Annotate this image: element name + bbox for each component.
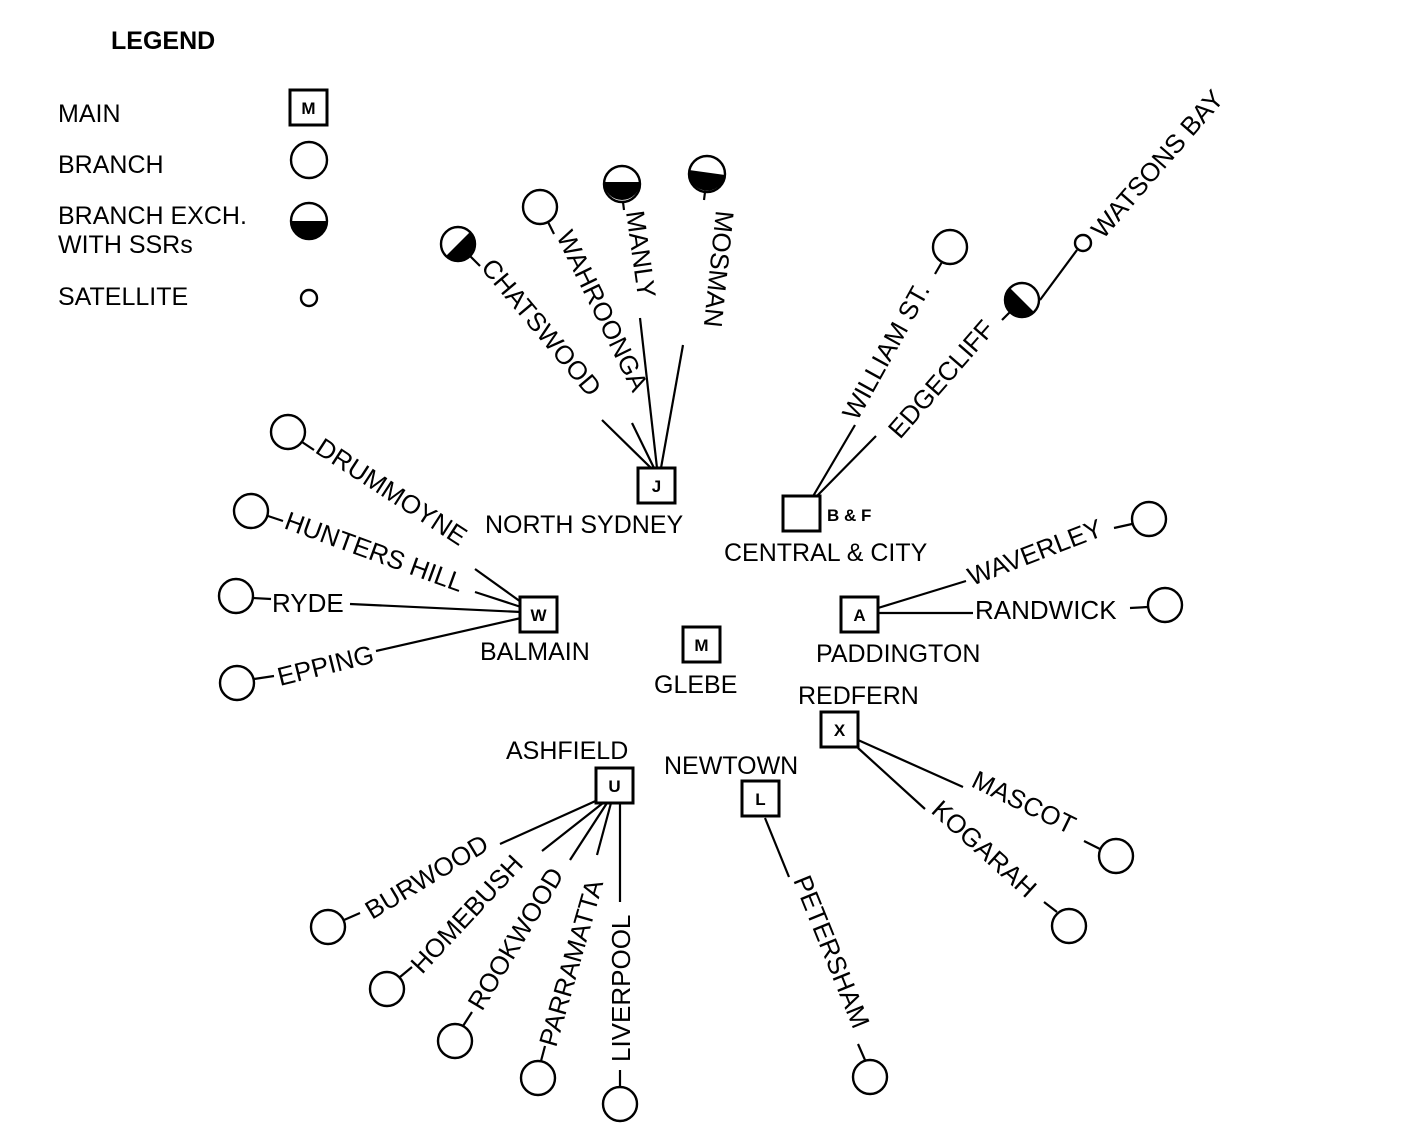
branch-label: WATSONS BAY <box>1085 84 1230 244</box>
branch-randwick[interactable]: RANDWICK <box>975 586 1184 625</box>
hub-paddington[interactable]: A PADDINGTON <box>816 595 980 668</box>
branch-label: RANDWICK <box>975 595 1117 625</box>
hub-label: NORTH SYDNEY <box>485 511 684 539</box>
legend-label-branch-ssr-line2: WITH SSRs <box>58 231 193 259</box>
hub-code: J <box>652 477 661 496</box>
branch-icon <box>601 1085 639 1123</box>
branch-label: LIVERPOOL <box>606 915 636 1062</box>
legend-label-main: MAIN <box>58 100 121 128</box>
hub-code: A <box>853 606 865 625</box>
legend-label-branch: BRANCH <box>58 151 164 179</box>
branch-petersham[interactable]: PETERSHAM <box>787 871 889 1096</box>
branch-label: RYDE <box>272 588 344 618</box>
branch-icon <box>232 492 270 530</box>
branch-icon <box>368 970 406 1008</box>
branch-icon <box>521 188 559 226</box>
hub-side-code: B & F <box>827 506 871 525</box>
hub-label: NEWTOWN <box>664 752 798 780</box>
branch-icon <box>1050 907 1088 945</box>
branch-icon <box>1097 837 1135 875</box>
hub-label: ASHFIELD <box>506 737 628 765</box>
branch-icon <box>218 664 256 702</box>
branch-icon <box>217 577 255 615</box>
branch-ssr-icon <box>602 164 642 204</box>
branch-ssr-icon <box>687 154 727 194</box>
hub-code: W <box>530 606 547 625</box>
hub-glebe[interactable]: M GLEBE <box>654 625 737 699</box>
branch-ssr-icon <box>1003 281 1041 319</box>
hub-newtown[interactable]: L NEWTOWN <box>664 752 798 818</box>
branch-manly[interactable]: MANLY <box>602 164 662 300</box>
branch-label: MOSMAN <box>698 209 740 328</box>
hub-code: X <box>834 721 846 740</box>
hub-label: BALMAIN <box>480 638 590 666</box>
legend-main-exchange-icon: M <box>288 88 329 127</box>
branch-icon <box>931 228 969 266</box>
legend: LEGEND MAIN M BRANCH BRANCH EXCH. WITH S… <box>58 27 329 311</box>
branch-icon <box>851 1058 889 1096</box>
branch-label: EPPING <box>274 639 377 692</box>
branch-william-st[interactable]: WILLIAM ST. <box>836 228 969 425</box>
branch-icon <box>1130 500 1168 538</box>
legend-label-satellite: SATELLITE <box>58 283 188 311</box>
branch-mosman[interactable]: MOSMAN <box>687 154 740 329</box>
branch-icon <box>519 1059 557 1097</box>
hub-north-sydney[interactable]: J NORTH SYDNEY <box>485 466 684 539</box>
hub-ashfield[interactable]: U ASHFIELD <box>506 737 635 805</box>
hub-label: GLEBE <box>654 671 737 699</box>
satellite-watsons-bay[interactable]: WATSONS BAY <box>1073 84 1230 253</box>
branch-liverpool[interactable]: LIVERPOOL <box>601 915 639 1123</box>
legend-branch-icon <box>289 140 329 180</box>
branch-label: PETERSHAM <box>787 871 875 1032</box>
connection-lines <box>349 249 1078 902</box>
hub-code: M <box>694 636 708 655</box>
branch-icon <box>269 413 307 451</box>
hub-redfern[interactable]: X REDFERN <box>798 682 919 749</box>
branch-waverley[interactable]: WAVERLEY <box>963 500 1168 592</box>
branch-label: MANLY <box>620 209 662 300</box>
branch-label: WAVERLEY <box>963 513 1106 592</box>
hub-code: L <box>755 790 765 809</box>
branch-ryde[interactable]: RYDE <box>217 577 344 618</box>
branch-icon <box>1146 586 1184 624</box>
hub-label: REDFERN <box>798 682 919 710</box>
satellite-icon <box>1073 233 1093 253</box>
legend-title: LEGEND <box>111 27 215 55</box>
legend-satellite-icon <box>299 288 319 308</box>
hub-code: U <box>608 777 620 796</box>
branch-ssr-icon <box>439 225 477 263</box>
hub-label: CENTRAL & CITY <box>724 539 928 567</box>
hub-balmain[interactable]: W BALMAIN <box>480 595 590 666</box>
hub-central-city[interactable]: B & F CENTRAL & CITY <box>724 494 928 567</box>
legend-branch-ssr-icon <box>289 201 329 241</box>
hub-label: PADDINGTON <box>816 640 980 668</box>
legend-main-code: M <box>301 99 315 118</box>
branch-icon <box>436 1022 474 1060</box>
branch-icon <box>309 908 347 946</box>
branch-epping[interactable]: EPPING <box>218 639 377 702</box>
legend-label-branch-ssr-line1: BRANCH EXCH. <box>58 202 247 230</box>
